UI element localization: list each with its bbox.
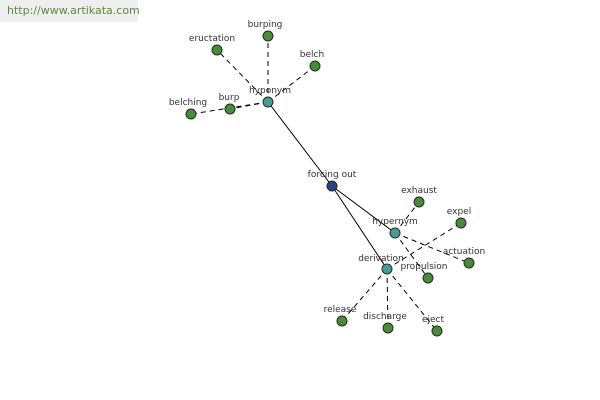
node-belching[interactable]: belching — [169, 98, 207, 120]
edge-derivation-discharge — [386, 268, 389, 329]
node-discharge-marker[interactable] — [382, 322, 394, 334]
node-burping-marker[interactable] — [262, 30, 274, 42]
node-actuation[interactable]: actuation — [443, 247, 485, 269]
node-eructation-marker[interactable] — [211, 44, 223, 56]
node-belch-marker[interactable] — [309, 60, 321, 72]
node-hypernym[interactable]: hypernym — [372, 217, 418, 239]
edge-derivation-expel — [386, 222, 462, 270]
node-eject-marker[interactable] — [431, 325, 443, 337]
node-belch[interactable]: belch — [300, 50, 324, 72]
edge-hyponym-belch — [267, 65, 316, 103]
node-propulsion[interactable]: propulsion — [400, 262, 448, 284]
source-url-bar: http://www.artikata.com — [0, 0, 140, 22]
edge-forcing-out-derivation — [331, 185, 388, 270]
node-release[interactable]: release — [324, 305, 357, 327]
node-eructation-label[interactable]: eructation — [189, 34, 235, 44]
edge-hypernym-propulsion — [394, 232, 429, 279]
node-actuation-marker[interactable] — [463, 257, 475, 269]
edge-forcing-out-hypernym — [331, 185, 396, 234]
node-hyponym[interactable]: hyponym — [249, 86, 291, 108]
node-actuation-label[interactable]: actuation — [443, 247, 485, 257]
node-discharge-label[interactable]: discharge — [363, 312, 407, 322]
node-belch-label[interactable]: belch — [300, 50, 324, 60]
edge-derivation-eject — [386, 268, 438, 332]
node-forcing-out-marker[interactable] — [326, 180, 338, 192]
node-derivation[interactable]: derivation — [358, 254, 404, 275]
node-forcing-out-label[interactable]: forcing out — [308, 170, 357, 180]
node-forcing-out[interactable]: forcing out — [308, 170, 357, 192]
node-eructation[interactable]: eructation — [189, 34, 235, 56]
node-burping[interactable]: burping — [248, 20, 283, 42]
nodes-layer: forcing out hyponym hypernym derivation eruc… — [169, 20, 485, 337]
edge-derivation-release — [341, 268, 388, 322]
node-propulsion-label[interactable]: propulsion — [400, 262, 447, 272]
edges-layer — [190, 36, 470, 332]
node-hyponym-marker[interactable] — [262, 96, 274, 108]
edge-hypernym-actuation — [394, 232, 470, 264]
node-derivation-marker[interactable] — [381, 263, 393, 275]
node-burp-label[interactable]: burp — [219, 93, 240, 103]
node-hyponym-label[interactable]: hyponym — [249, 86, 291, 96]
node-exhaust-marker[interactable] — [413, 196, 425, 208]
node-eject-label[interactable]: eject — [422, 315, 445, 325]
node-derivation-label[interactable]: derivation — [358, 254, 404, 264]
node-eject[interactable]: eject — [422, 315, 445, 337]
node-burp-marker[interactable] — [224, 103, 236, 115]
node-release-label[interactable]: release — [324, 305, 357, 315]
node-burp[interactable]: burp — [219, 93, 240, 115]
source-url-link[interactable]: http://www.artikata.com — [7, 4, 140, 17]
node-propulsion-marker[interactable] — [422, 272, 434, 284]
edge-hyponym-burp — [229, 101, 269, 110]
node-hypernym-marker[interactable] — [389, 227, 401, 239]
node-hypernym-label[interactable]: hypernym — [372, 217, 418, 227]
node-exhaust[interactable]: exhaust — [401, 186, 437, 208]
node-burping-label[interactable]: burping — [248, 20, 283, 30]
node-belching-marker[interactable] — [185, 108, 197, 120]
node-release-marker[interactable] — [336, 315, 348, 327]
node-belching-label[interactable]: belching — [169, 98, 207, 108]
node-discharge[interactable]: discharge — [363, 312, 407, 334]
node-exhaust-label[interactable]: exhaust — [401, 186, 437, 196]
edge-forcing-out-hyponym — [267, 101, 333, 187]
edge-hypernym-exhaust — [394, 201, 420, 234]
node-expel-marker[interactable] — [455, 217, 467, 229]
node-expel[interactable]: expel — [447, 207, 471, 229]
edge-hyponym-eructation — [216, 49, 269, 103]
node-expel-label[interactable]: expel — [447, 207, 471, 217]
